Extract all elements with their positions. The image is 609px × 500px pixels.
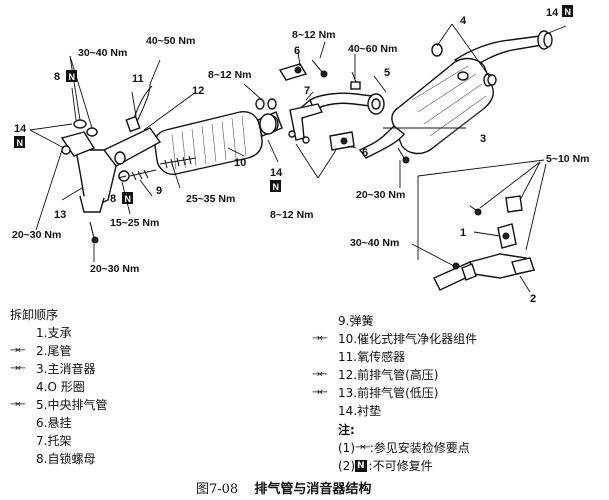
legend-item: 1.支承 <box>36 326 72 340</box>
lower-left-bolts <box>89 175 127 244</box>
svg-text:N: N <box>69 72 76 82</box>
legend-item: 9.弹簧 <box>338 314 374 328</box>
front-gaskets <box>61 119 98 155</box>
callout-9: 9 <box>156 185 162 197</box>
torque-20-30-a: 20~30 Nm <box>12 229 61 241</box>
torque-40-60: 40~60 Nm <box>348 43 397 55</box>
tail-pipe-lower <box>433 253 536 291</box>
callout-6-top: 6 <box>294 45 300 57</box>
callout-numbers: 1 2 3 4 5 6 6 7 8 8 9 10 11 12 13 14 14 … <box>14 7 559 305</box>
torque-8-12-a: 8~12 Nm <box>208 69 252 81</box>
flange-gaskets-mid <box>255 98 277 135</box>
n-badges: N N N N N <box>14 5 573 204</box>
callout-11: 11 <box>132 73 144 85</box>
legend-item: →←2.尾管 <box>10 344 72 358</box>
legend-item: 14.衬垫 <box>338 404 382 418</box>
callout-14-mid: 14 <box>270 167 283 179</box>
torque-5-10: 5~10 Nm <box>546 153 590 165</box>
legend-item: →←5.中央排气管 <box>10 398 108 412</box>
legend-item: 8.自锁螺母 <box>36 452 96 466</box>
hanger-bracket-lower <box>329 131 355 151</box>
figure-title: 排气管与消音器结构 <box>254 482 372 497</box>
center-bolts <box>288 59 410 164</box>
center-exhaust-pipe <box>295 92 385 122</box>
legend-item: →←12.前排气管(高压) <box>312 368 439 382</box>
torque-25-35: 25~35 Nm <box>186 193 235 205</box>
callout-12: 12 <box>192 85 204 97</box>
o-rings <box>431 43 497 86</box>
support-bracket <box>289 103 323 141</box>
legend-title: 拆卸顺序 <box>10 308 59 322</box>
callout-8-left: 8 <box>54 71 60 83</box>
callout-2: 2 <box>530 293 536 305</box>
svg-text:N: N <box>17 138 24 148</box>
callout-14-left: 14 <box>14 123 27 135</box>
torque-30-40-a: 30~40 Nm <box>78 47 127 59</box>
figure-caption: 图7-08 排气管与消音器结构 <box>196 478 371 497</box>
torque-20-30-b: 20~30 Nm <box>90 263 139 275</box>
torque-20-30-c: 20~30 Nm <box>356 189 405 201</box>
callout-6-lower: 6 <box>362 147 368 159</box>
figure-number: 图7-08 <box>196 482 239 497</box>
oxygen-sensor <box>125 83 153 133</box>
n-badge-left-8: N <box>66 70 77 82</box>
callout-8-lower: 8 <box>110 193 116 205</box>
legend-right: 9.弹簧 →←10.催化式排气净化器组件 11.氧传感器 →←12.前排气管(高… <box>312 312 477 475</box>
callout-4: 4 <box>460 15 467 27</box>
callout-14-top-right: 14 <box>546 7 559 19</box>
svg-text:N: N <box>565 7 572 17</box>
note-2: (2)N:不可修复件 <box>338 459 433 473</box>
support-1 <box>452 195 523 281</box>
legend-item: 7.托架 <box>36 434 72 448</box>
legend-item: 4.O 形圈 <box>36 380 85 394</box>
notes-title: 注: <box>338 423 355 437</box>
torque-8-12-c: 8~12 Nm <box>270 209 314 221</box>
callout-3: 3 <box>480 133 486 145</box>
legend-left: 拆卸顺序 1.支承 →←2.尾管 →←3.主消音器 4.O 形圈 →←5.中央排… <box>10 306 107 468</box>
legend-item: →←13.前排气管(低压) <box>312 386 439 400</box>
callout-1: 1 <box>460 227 466 239</box>
callout-5: 5 <box>384 67 390 79</box>
callout-10: 10 <box>234 157 246 169</box>
n-badge-top-right-14: N <box>562 5 573 17</box>
legend-item: 11.氧传感器 <box>338 350 406 364</box>
svg-text:N: N <box>273 182 280 192</box>
callout-13: 13 <box>54 209 66 221</box>
n-badge-left-14: N <box>14 136 25 148</box>
hanger-bracket-top <box>278 63 308 81</box>
torque-15-25: 15~25 Nm <box>110 217 159 229</box>
legend-item: →←3.主消音器 <box>10 362 96 376</box>
legend-item: 6.悬挂 <box>36 416 72 430</box>
torque-30-40-b: 30~40 Nm <box>350 237 399 249</box>
leader-lines <box>29 23 567 293</box>
svg-text:N: N <box>125 194 132 204</box>
n-badge-lower-8: N <box>122 192 133 204</box>
n-badge-mid-14: N <box>270 180 281 192</box>
note-1: (1)→←:参见安装检修要点 <box>338 441 470 455</box>
spring-bolt <box>129 155 197 181</box>
torque-40-50: 40~50 Nm <box>146 35 195 47</box>
torque-labels: 30~40 Nm 40~50 Nm 8~12 Nm 8~12 Nm 40~60 … <box>12 29 590 275</box>
callout-7: 7 <box>304 85 310 97</box>
legend-item: →←10.催化式排气净化器组件 <box>312 332 478 346</box>
torque-8-12-b: 8~12 Nm <box>292 29 336 41</box>
n-badge-legend: N <box>355 460 367 472</box>
